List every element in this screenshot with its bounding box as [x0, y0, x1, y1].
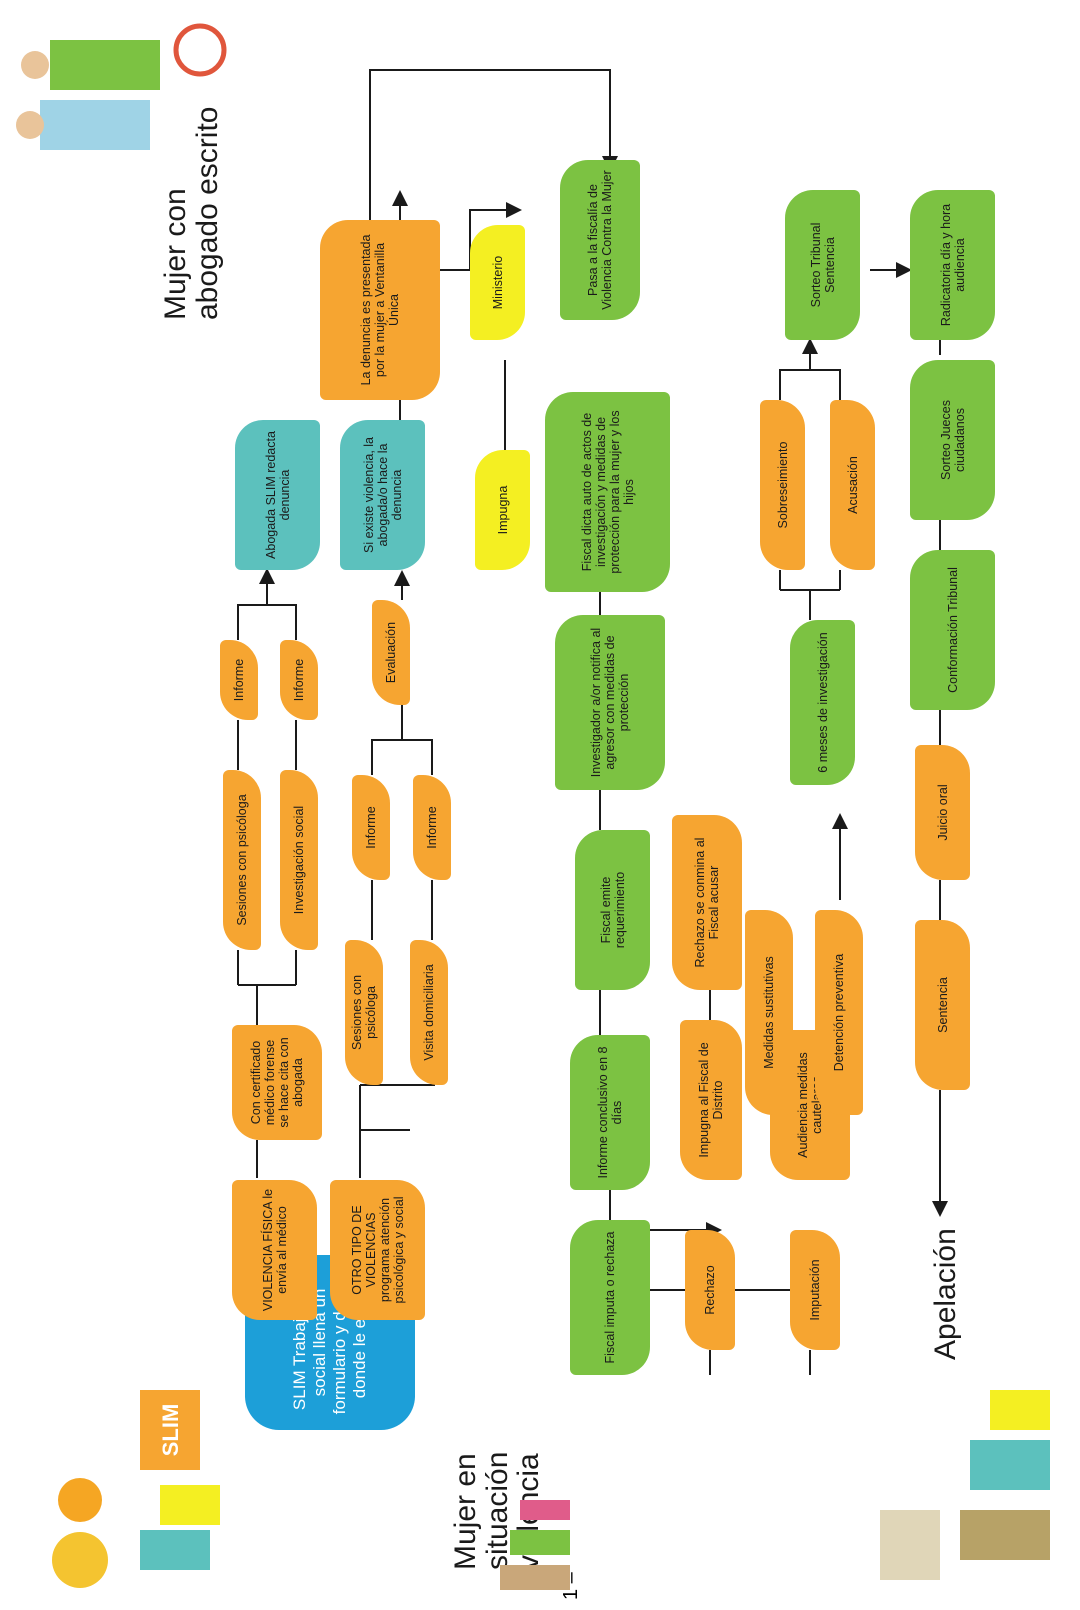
node-investigacion: Investigación social — [280, 770, 318, 950]
node-siexiste: Si existe violencia, la abogada/o hace l… — [340, 420, 425, 570]
node-radicatoria: Radicatoria día y hora audiencia — [910, 190, 995, 340]
node-rechazo: Rechazo — [685, 1230, 735, 1350]
node-impugnafiscal: Impugna al Fiscal de Distrito — [680, 1020, 742, 1180]
node-informe2: Informe — [280, 640, 318, 720]
people-illustration-appeal — [860, 1370, 1070, 1600]
appeal-title: Apelación — [930, 1200, 962, 1360]
node-investigador: Investigador a/or notifica al agresor co… — [555, 615, 665, 790]
node-pasa: Pasa a la fiscalía de Violencia Contra l… — [560, 160, 640, 320]
node-visita: Visita domiciliaria — [410, 940, 448, 1085]
node-sentencia: Sentencia — [915, 920, 970, 1090]
people-illustration-victim — [480, 1480, 600, 1600]
node-infconcl: Informe conclusivo en 8 días — [570, 1035, 650, 1190]
node-fisica: VIOLENCIA FÍSICA le envía al médico — [232, 1180, 317, 1320]
node-acusacion: Acusación — [830, 400, 875, 570]
node-sustitutivas: Medidas sustitutivas — [745, 910, 793, 1115]
node-impugna: Impugna — [475, 450, 530, 570]
connector — [360, 1085, 410, 1130]
node-juicio: Juicio oral — [915, 745, 970, 880]
node-informe1: Informe — [220, 640, 258, 720]
node-sobreseimiento: Sobreseimiento — [760, 400, 805, 570]
people-illustration-slim: SLIM — [20, 1370, 230, 1600]
connector — [238, 950, 296, 985]
node-abogada: Abogada SLIM redacta denuncia — [235, 420, 320, 570]
connector — [372, 740, 432, 775]
node-informe4: Informe — [413, 775, 451, 880]
node-fiscalauto: Fiscal dicta auto de actos de investigac… — [545, 392, 670, 592]
node-certificado: Con certificado médico forense se hace c… — [232, 1025, 322, 1140]
connector — [238, 605, 296, 640]
node-fiscalreq: Fiscal emite requerimiento — [575, 830, 650, 990]
node-seismeses: 6 meses de investigación — [790, 620, 855, 785]
node-imputacion: Imputación — [790, 1230, 840, 1350]
node-sesiones2: Sesiones con psicóloga — [345, 940, 383, 1085]
node-denuncia: La denuncia es presentada por la mujer a… — [320, 220, 440, 400]
node-sesiones1: Sesiones con psicóloga — [223, 770, 261, 950]
connector — [780, 370, 840, 400]
connector — [780, 570, 840, 590]
node-detencion: Detención preventiva — [815, 910, 863, 1115]
node-ministerio: Ministerio — [470, 225, 525, 340]
node-otro: OTRO TIPO DE VIOLENCIAS programa atenció… — [330, 1180, 425, 1320]
node-conformacion: Conformación Tribunal — [910, 550, 995, 710]
node-conmina: Rechazo se conmina al Fiscal acusar — [672, 815, 742, 990]
node-fiscalimputa: Fiscal imputa o rechaza — [570, 1220, 650, 1375]
node-sorteojueces: Sorteo Jueces ciudadanos — [910, 360, 995, 520]
node-evaluacion: Evaluación — [372, 600, 410, 705]
slim-logo-text: SLIM — [158, 1404, 183, 1457]
people-illustration-lawyer — [10, 0, 290, 170]
node-informe3: Informe — [352, 775, 390, 880]
node-sorteotribunal: Sorteo Tribunal Sentencia — [785, 190, 860, 340]
